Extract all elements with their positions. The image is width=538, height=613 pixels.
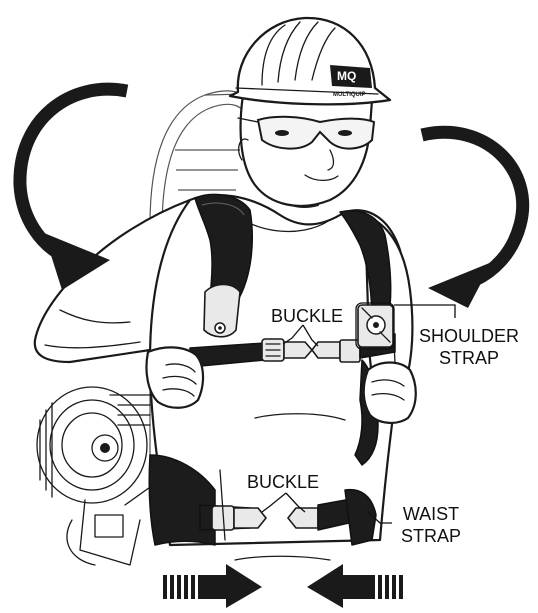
shoulder-strap-label-line2: STRAP — [439, 348, 499, 368]
buckle-top-label: BUCKLE — [271, 306, 343, 326]
bottom-right-push-arrow — [307, 564, 403, 608]
bottom-left-push-arrow — [163, 564, 262, 608]
left-hand — [146, 347, 203, 407]
left-strap-adjuster — [204, 285, 240, 337]
right-hand — [364, 363, 416, 423]
right-curved-arrow — [422, 132, 523, 308]
head — [239, 92, 372, 207]
blower-engine — [37, 387, 160, 565]
shoulder-strap-label-line1: SHOULDER — [419, 326, 519, 346]
hard-hat-logo-mark: MQ — [337, 69, 356, 83]
right-shoulder-adjuster — [358, 305, 393, 347]
waist-strap-label-line2: STRAP — [401, 526, 461, 546]
waist-strap-label-line1: WAIST — [403, 504, 459, 524]
buckle-bottom-label: BUCKLE — [247, 472, 319, 492]
hard-hat-logo-brand: MULTIQUIP — [333, 92, 366, 98]
hard-hat: MQ MULTIQUIP — [230, 18, 390, 104]
